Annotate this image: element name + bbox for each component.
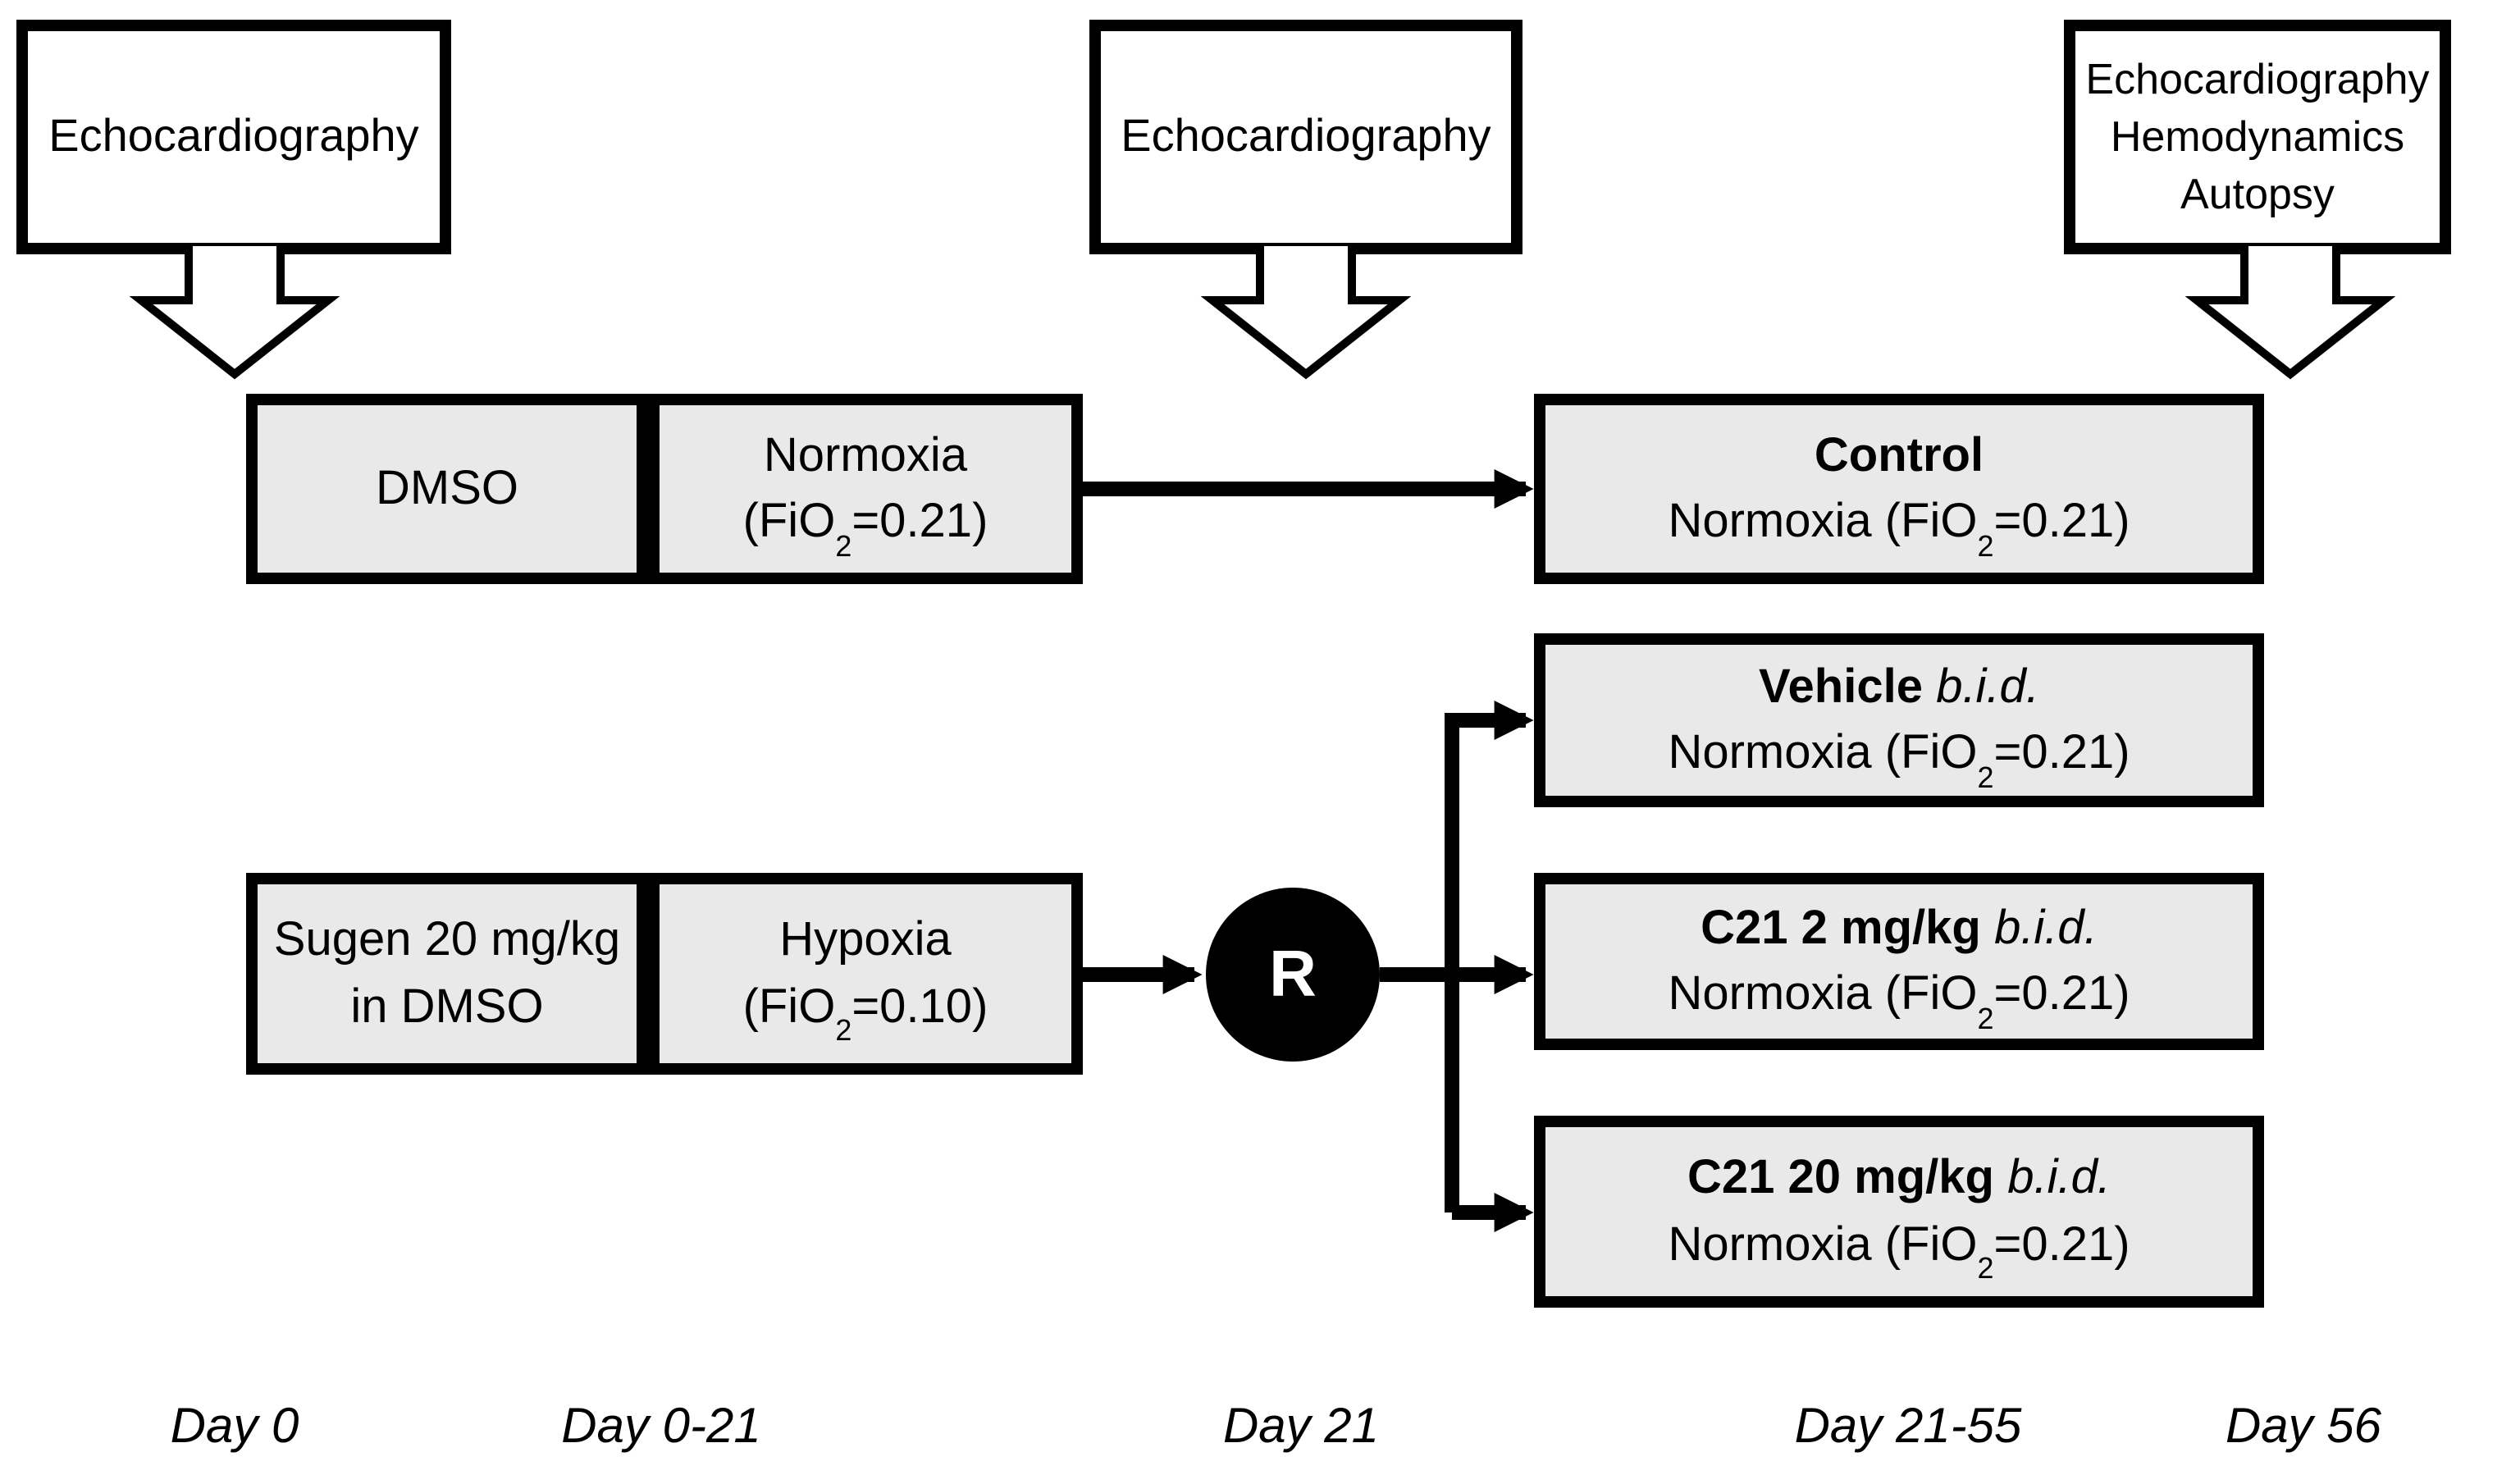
callout-box-endpoint: Echocardiography Hemodynamics Autopsy [2064,20,2451,254]
normoxia-line2: (FiO2=0.21) [742,489,988,561]
group-c21-high-condition: Normoxia (FiO2=0.21) [1668,1212,2130,1284]
fio2-suffix: =0.21) [1993,495,2130,548]
fio2-prefix: (FiO [742,495,836,548]
dmso-box: DMSO [246,394,648,584]
dmso-label: DMSO [376,462,518,515]
branch-trunk-and-arrow-to-vehicle [1445,701,1534,1212]
fio2-suffix: =0.10) [851,980,988,1033]
group-vehicle-title: Vehicle [1759,660,1923,714]
callout-day21-label: Echocardiography [1121,110,1491,162]
group-c21-low-title: C21 2 mg/kg [1701,902,1981,955]
randomization-node: R [1206,888,1380,1062]
group-vehicle-dosing: b.i.d. [1936,660,2039,714]
group-vehicle-condition: Normoxia (FiO2=0.21) [1668,720,2130,792]
sugen-line1: Sugen 20 mg/kg [273,914,621,967]
fio2-prefix: Normoxia (FiO [1668,727,1978,779]
randomization-label: R [1269,938,1317,1010]
normoxia-line1: Normoxia [763,429,968,482]
group-c21-low-dosing: b.i.d. [1994,902,2098,955]
callout-endpoint-line3: Autopsy [2180,168,2335,218]
fio2-subscript: 2 [1977,1002,1994,1035]
fio2-subscript: 2 [835,1014,852,1048]
hypoxia-box: Hypoxia (FiO2=0.10) [648,873,1083,1075]
callout-endpoint-line1: Echocardiography [2085,54,2430,104]
fio2-subscript: 2 [1977,1252,1994,1285]
hypoxia-line1: Hypoxia [779,914,952,967]
callout-baseline-label: Echocardiography [48,110,419,162]
fio2-subscript: 2 [1977,529,1994,563]
fio2-suffix: =0.21) [1993,1218,2130,1271]
group-c21-high-title: C21 20 mg/kg [1687,1152,1994,1205]
timeline-day0-21: Day 0-21 [561,1400,761,1454]
fio2-prefix: (FiO [742,980,836,1033]
callout-endpoint-line2: Hemodynamics [2110,112,2405,162]
callout-down-arrow-day0 [129,246,340,380]
callout-box-baseline: Echocardiography [16,20,451,254]
group-c21-low-condition: Normoxia (FiO2=0.21) [1668,961,2130,1034]
group-c21-high-dosing: b.i.d. [2007,1152,2111,1205]
fio2-prefix: Normoxia (FiO [1668,968,1978,1021]
sugen-line2: in DMSO [350,980,544,1033]
timeline-day56: Day 56 [2225,1400,2382,1454]
callout-down-arrow-day56 [2184,246,2396,380]
group-control-condition: Normoxia (FiO2=0.21) [1668,489,2130,561]
normoxia-box: Normoxia (FiO2=0.21) [648,394,1083,584]
fio2-subscript: 2 [835,529,852,563]
callout-down-arrow-day21 [1200,246,1412,380]
timeline-day21-55: Day 21-55 [1794,1400,2022,1454]
fio2-suffix: =0.21) [1993,727,2130,779]
fio2-prefix: Normoxia (FiO [1668,1218,1978,1271]
fio2-subscript: 2 [1977,760,1994,794]
group-control-title: Control [1814,429,1984,482]
sugen-box: Sugen 20 mg/kg in DMSO [246,873,648,1075]
timeline-day21: Day 21 [1222,1400,1380,1454]
fio2-prefix: Normoxia (FiO [1668,495,1978,548]
hypoxia-line2: (FiO2=0.10) [742,974,988,1046]
fio2-suffix: =0.21) [851,495,988,548]
callout-box-day21: Echocardiography [1089,20,1522,254]
fio2-suffix: =0.21) [1993,968,2130,1021]
timeline-day0: Day 0 [170,1400,299,1454]
group-box-control: Control Normoxia (FiO2=0.21) [1534,394,2264,584]
